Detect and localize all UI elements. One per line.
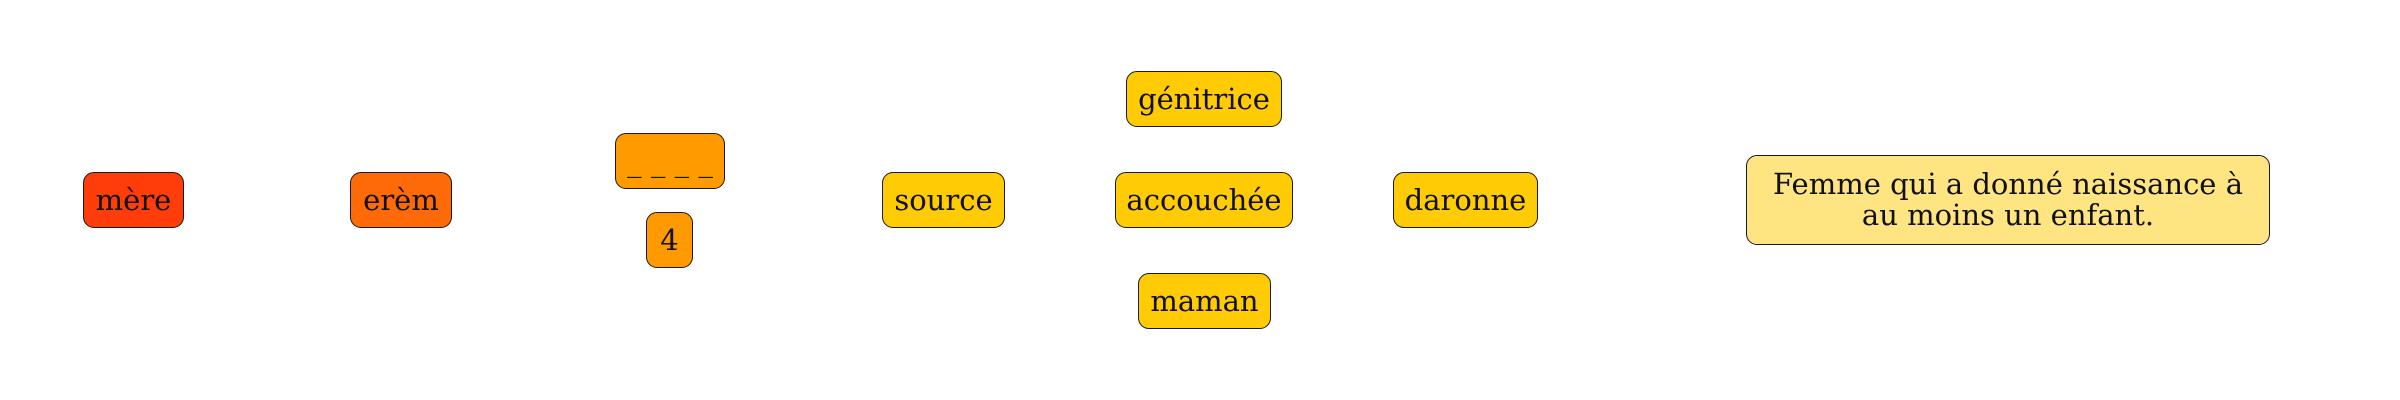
- letter-count-node: 4: [646, 212, 693, 268]
- synonym-node-source: source: [882, 172, 1005, 228]
- definition-node: Femme qui a donné naissance à au moins u…: [1746, 155, 2270, 245]
- synonym-node-genitrice: génitrice: [1126, 71, 1282, 127]
- word-node: mère: [83, 172, 184, 228]
- reversed-word-node: erèm: [350, 172, 452, 228]
- blanks-node: _ _ _ _: [615, 133, 725, 189]
- synonym-node-maman: maman: [1138, 273, 1271, 329]
- synonym-node-daronne: daronne: [1393, 172, 1538, 228]
- synonym-node-accouchee: accouchée: [1115, 172, 1293, 228]
